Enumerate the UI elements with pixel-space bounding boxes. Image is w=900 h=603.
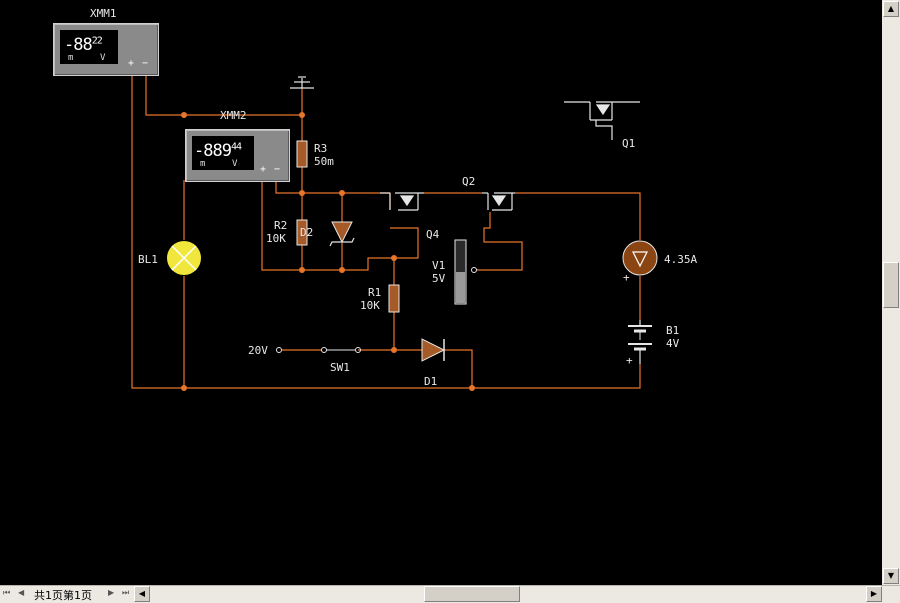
mosfet-q2[interactable] bbox=[482, 192, 515, 211]
multimeter-xmm1-display: -8822 m V bbox=[60, 30, 118, 64]
xmm1-label: XMM1 bbox=[90, 7, 117, 20]
b1-plus: + bbox=[626, 354, 633, 367]
q4-name: Q4 bbox=[426, 228, 440, 241]
wire-bottom-node bbox=[261, 140, 394, 271]
nav-prev-icon[interactable]: ◀ bbox=[18, 588, 25, 597]
q1-name: Q1 bbox=[622, 137, 636, 150]
d2-name: D2 bbox=[300, 226, 314, 239]
xmm2-mode-right: V bbox=[232, 159, 238, 169]
xmm2-minus-terminal[interactable]: − bbox=[274, 164, 281, 175]
sw1-name: SW1 bbox=[330, 361, 350, 374]
voltage-source-v1[interactable] bbox=[454, 239, 477, 305]
junction bbox=[391, 347, 397, 353]
nav-last-icon[interactable]: ⏭ bbox=[122, 588, 130, 597]
resistor-r2[interactable] bbox=[296, 219, 308, 246]
schematic-canvas[interactable]: -8822 m V + − XMM1 -88944 m V + − XMM2 R… bbox=[0, 0, 882, 585]
r2-value: 10K bbox=[266, 232, 286, 245]
nav-next-icon[interactable]: ▶ bbox=[108, 588, 115, 597]
wire-xmm1-right-top bbox=[145, 76, 302, 116]
nav-first-icon[interactable]: ⏮ bbox=[3, 588, 11, 597]
d1-name: D1 bbox=[424, 375, 438, 388]
bottom-bar: ⏮ ◀ 共1页第1页 ▶ ⏭ ◀ ▶ bbox=[0, 585, 900, 603]
junction bbox=[391, 255, 397, 261]
xmm1-minus-terminal[interactable]: − bbox=[142, 58, 149, 69]
vertical-scroll-thumb[interactable] bbox=[883, 262, 899, 308]
junction bbox=[299, 267, 305, 273]
multimeter-xmm2[interactable]: -88944 m V + − bbox=[185, 129, 290, 182]
ammeter[interactable] bbox=[622, 240, 658, 276]
scroll-right-button[interactable]: ▶ bbox=[866, 586, 882, 602]
wire-xmm2-right bbox=[275, 180, 302, 194]
battery-b1[interactable] bbox=[628, 320, 652, 364]
scroll-down-button[interactable]: ▼ bbox=[883, 568, 899, 584]
r1-value: 10K bbox=[360, 299, 380, 312]
scroll-up-button[interactable]: ▲ bbox=[883, 1, 899, 17]
wires bbox=[131, 76, 641, 389]
junction bbox=[339, 190, 345, 196]
xmm2-label: XMM2 bbox=[220, 109, 247, 122]
ammeter-plus: + bbox=[623, 271, 630, 284]
horizontal-scroll-thumb[interactable] bbox=[424, 586, 520, 602]
v1-value: 5V bbox=[432, 272, 446, 285]
multimeter-xmm2-display: -88944 m V bbox=[192, 136, 254, 170]
page-info: 共1页第1页 bbox=[34, 589, 92, 602]
lamp-bl1[interactable] bbox=[167, 241, 201, 275]
diode-d1[interactable] bbox=[421, 338, 446, 362]
resistor-r3[interactable] bbox=[296, 140, 308, 168]
vertical-scrollbar[interactable]: ▲ ▼ bbox=[882, 0, 900, 585]
junction bbox=[181, 385, 187, 391]
scroll-left-button[interactable]: ◀ bbox=[134, 586, 150, 602]
xmm2-reading: -88944 bbox=[194, 141, 242, 161]
multimeter-xmm1[interactable]: -8822 m V + − bbox=[53, 23, 159, 76]
xmm1-plus-terminal[interactable]: + bbox=[128, 58, 135, 69]
junction bbox=[181, 112, 187, 118]
wire-q2-ammeter bbox=[515, 192, 641, 240]
junction bbox=[469, 385, 475, 391]
junction bbox=[339, 267, 345, 273]
r2-name: R2 bbox=[274, 219, 288, 232]
wire-q4-gate bbox=[390, 227, 419, 259]
b1-name: B1 bbox=[666, 324, 680, 337]
mosfet-q1[interactable] bbox=[564, 101, 640, 140]
wire-q2-v1 bbox=[476, 212, 523, 271]
xmm1-mode-right: V bbox=[100, 53, 106, 63]
wire-xmm1-left-bottom bbox=[131, 76, 641, 389]
junctions bbox=[181, 112, 475, 391]
r3-name: R3 bbox=[314, 142, 328, 155]
circuit-diagram bbox=[131, 76, 658, 391]
xmm1-mode-left: m bbox=[68, 53, 74, 63]
wire-node-q4 bbox=[302, 192, 391, 210]
switch-sw1[interactable] bbox=[276, 347, 361, 353]
r3-value: 50m bbox=[314, 155, 334, 168]
xmm1-reading: -8822 bbox=[64, 35, 103, 55]
source-20v-label: 20V bbox=[248, 344, 268, 357]
xmm2-mode-left: m bbox=[200, 159, 206, 169]
zener-d2[interactable] bbox=[329, 221, 355, 247]
r1-name: R1 bbox=[368, 286, 382, 299]
resistor-r1[interactable] bbox=[388, 284, 400, 313]
xmm2-plus-terminal[interactable]: + bbox=[260, 164, 267, 175]
mosfet-q4[interactable] bbox=[380, 192, 424, 211]
q2-name: Q2 bbox=[462, 175, 476, 188]
bl1-name: BL1 bbox=[138, 253, 158, 266]
wire-d1-bottom bbox=[444, 349, 473, 388]
b1-value: 4V bbox=[666, 337, 680, 350]
junction bbox=[299, 112, 305, 118]
ground-symbol[interactable] bbox=[290, 76, 314, 89]
junction bbox=[299, 190, 305, 196]
v1-name: V1 bbox=[432, 259, 446, 272]
ammeter-reading: 4.35A bbox=[664, 253, 698, 266]
